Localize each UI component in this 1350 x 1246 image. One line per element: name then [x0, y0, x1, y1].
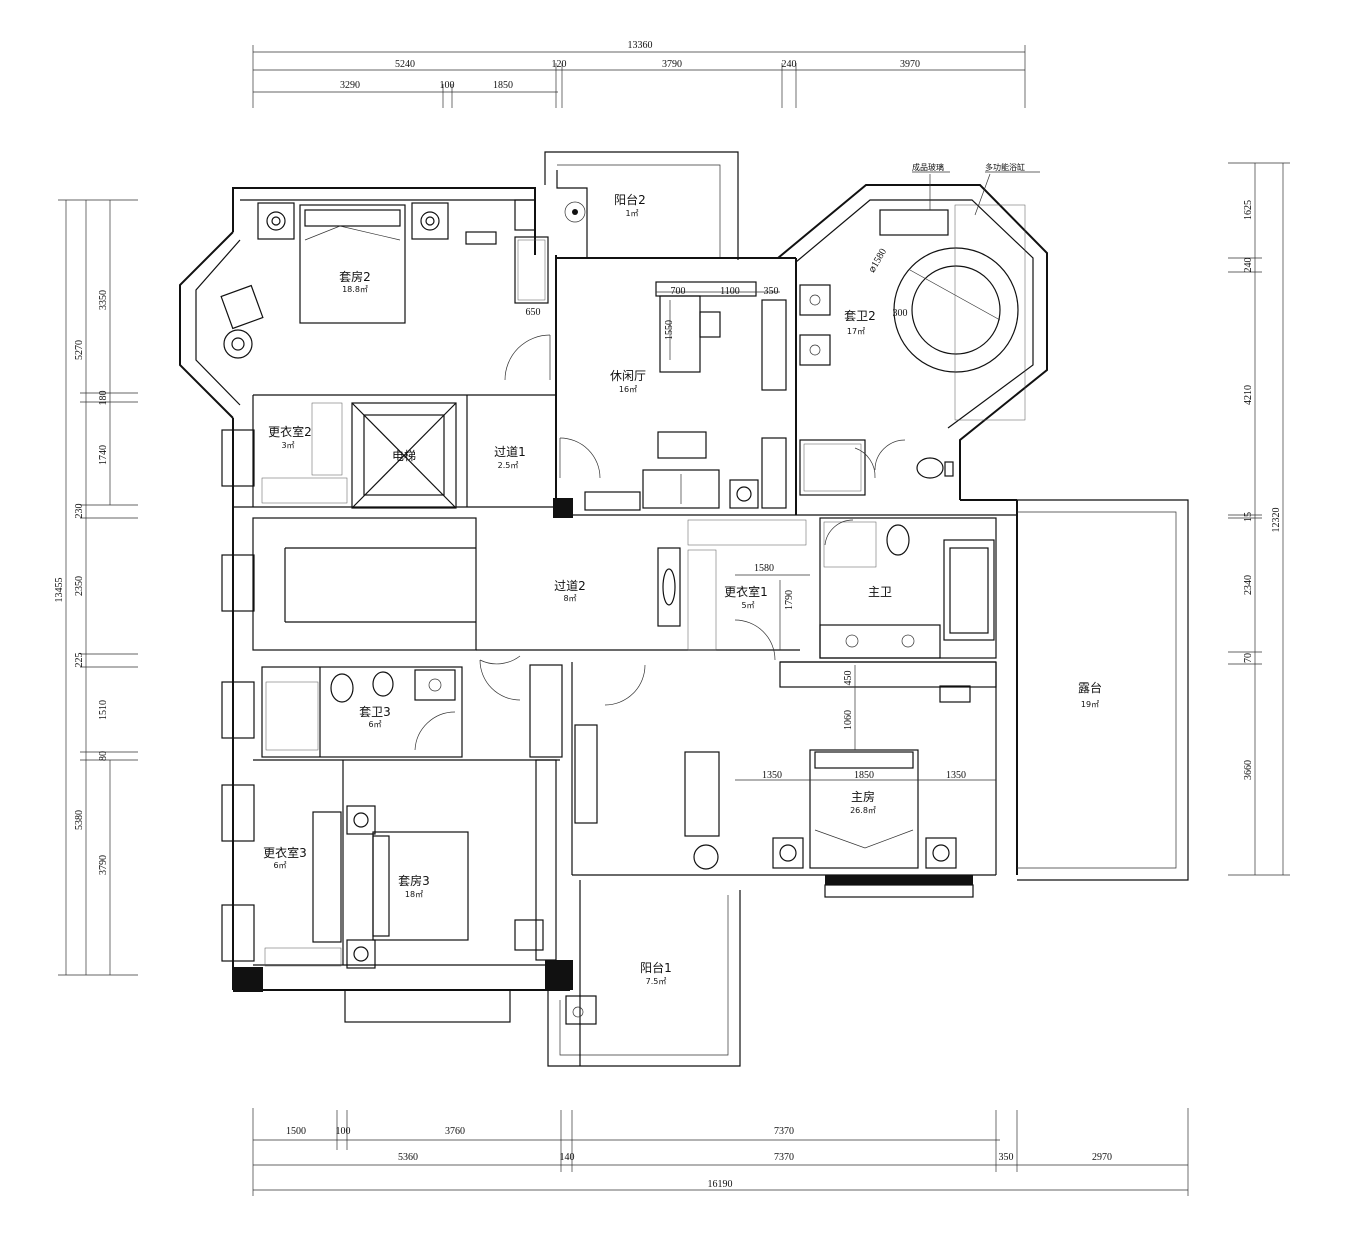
- room-suite2-area: 18.8㎡: [342, 285, 368, 294]
- dim-right-70: 70: [1243, 653, 1254, 663]
- room-corridor1-name: 过道1: [494, 445, 526, 459]
- dim-right-3660: 3660: [1243, 760, 1254, 780]
- dim-tub-diameter: ⌀1580: [867, 247, 890, 275]
- room-corridor2-name: 过道2: [554, 579, 586, 593]
- dim-right-2340: 2340: [1243, 575, 1254, 595]
- dim-top-3290: 3290: [340, 80, 360, 91]
- inner-dimensions: [656, 291, 996, 781]
- dim-right-1625: 1625: [1243, 200, 1254, 220]
- room-balcony2-name: 阳台2: [614, 192, 646, 207]
- dim-bottom-7370a: 7370: [774, 1126, 794, 1137]
- room-master-bath-name: 主卫: [868, 585, 892, 599]
- room-suite3-area: 18㎡: [405, 890, 423, 899]
- room-bath2-name: 套卫2: [844, 309, 876, 323]
- dim-top-1850: 1850: [493, 80, 513, 91]
- room-wardrobe2-name: 更衣室2: [268, 424, 312, 439]
- dim-left-225: 225: [74, 653, 85, 668]
- dim-1550: 1550: [664, 320, 675, 340]
- note-shower-glass: 成品玻璃: [912, 162, 944, 172]
- dimension-lines: [58, 45, 1290, 1196]
- dim-tub-300: 300: [893, 308, 908, 319]
- dim-bottom-1500: 1500: [286, 1126, 306, 1137]
- dim-top-120: 120: [552, 59, 567, 70]
- dim-left-80: 80: [98, 751, 109, 761]
- dim-right-4210: 4210: [1243, 385, 1254, 405]
- note-spa-tub: 多功能浴缸: [985, 162, 1025, 172]
- room-wardrobe3-area: 6㎡: [273, 861, 286, 870]
- dim-1850: 1850: [854, 770, 874, 781]
- room-suite3-name: 套房3: [398, 873, 430, 888]
- room-balcony1-name: 阳台1: [640, 960, 672, 975]
- dim-top-100: 100: [440, 80, 455, 91]
- room-terrace-name: 露台: [1078, 680, 1102, 695]
- room-bath3-name: 套卫3: [359, 705, 391, 719]
- dim-left-3790: 3790: [98, 855, 109, 875]
- room-bath2-area: 17㎡: [847, 327, 865, 336]
- dim-1100: 1100: [720, 286, 740, 297]
- dim-right-15: 15: [1243, 512, 1254, 522]
- dim-700: 700: [671, 286, 686, 297]
- dim-1580: 1580: [754, 563, 774, 574]
- dim-left-total: 13455: [54, 578, 65, 603]
- dim-left-3350: 3350: [98, 290, 109, 310]
- dim-top-3790: 3790: [662, 59, 682, 70]
- dim-650: 650: [526, 307, 541, 318]
- room-corridor1-area: 2.5㎡: [498, 461, 519, 470]
- room-wardrobe1-name: 更衣室1: [724, 584, 768, 599]
- dim-left-180: 180: [98, 391, 109, 406]
- dim-bottom-2970: 2970: [1092, 1152, 1112, 1163]
- dim-1350a: 1350: [762, 770, 782, 781]
- room-leisure-area: 16㎡: [619, 385, 637, 394]
- dim-1350b: 1350: [946, 770, 966, 781]
- furniture: [220, 199, 1026, 1025]
- dim-bottom-100: 100: [336, 1126, 351, 1137]
- room-balcony2-area: 1㎡: [625, 209, 638, 218]
- doors: [414, 334, 906, 751]
- dim-right-240: 240: [1243, 258, 1254, 273]
- dim-left-230: 230: [74, 504, 85, 519]
- dim-bottom-3760: 3760: [445, 1126, 465, 1137]
- dim-left-2350: 2350: [74, 576, 85, 596]
- room-corridor2-area: 8㎡: [563, 594, 576, 603]
- dim-350: 350: [764, 286, 779, 297]
- dim-left-5270: 5270: [74, 340, 85, 360]
- room-master-area: 26.8㎡: [850, 806, 876, 815]
- room-master-name: 主房: [851, 789, 875, 804]
- dim-1790: 1790: [784, 590, 795, 610]
- room-bath3-area: 6㎡: [368, 720, 381, 729]
- room-wardrobe1-area: 5㎡: [741, 601, 754, 610]
- dim-450: 450: [843, 671, 854, 686]
- dim-bottom-350: 350: [999, 1152, 1014, 1163]
- room-elevator-name: 电梯: [392, 449, 416, 463]
- dim-bottom-7370b: 7370: [774, 1152, 794, 1163]
- dim-left-1510: 1510: [98, 700, 109, 720]
- dim-top-total: 13360: [628, 40, 653, 51]
- dim-bottom-total: 16190: [708, 1179, 733, 1190]
- dim-left-5380: 5380: [74, 810, 85, 830]
- room-terrace-area: 19㎡: [1081, 700, 1099, 709]
- dim-top-3970: 3970: [900, 59, 920, 70]
- room-balcony1-area: 7.5㎡: [646, 977, 667, 986]
- dim-bottom-140: 140: [560, 1152, 575, 1163]
- room-wardrobe2-area: 3㎡: [281, 441, 294, 450]
- room-wardrobe3-name: 更衣室3: [263, 845, 307, 860]
- dim-left-1740: 1740: [98, 445, 109, 465]
- room-leisure-name: 休闲厅: [610, 369, 646, 383]
- dim-bottom-5360: 5360: [398, 1152, 418, 1163]
- dim-top-5240: 5240: [395, 59, 415, 70]
- dim-right-total: 12320: [1271, 508, 1282, 533]
- dim-top-240: 240: [782, 59, 797, 70]
- room-suite2-name: 套房2: [339, 269, 371, 284]
- dim-1060: 1060: [843, 710, 854, 730]
